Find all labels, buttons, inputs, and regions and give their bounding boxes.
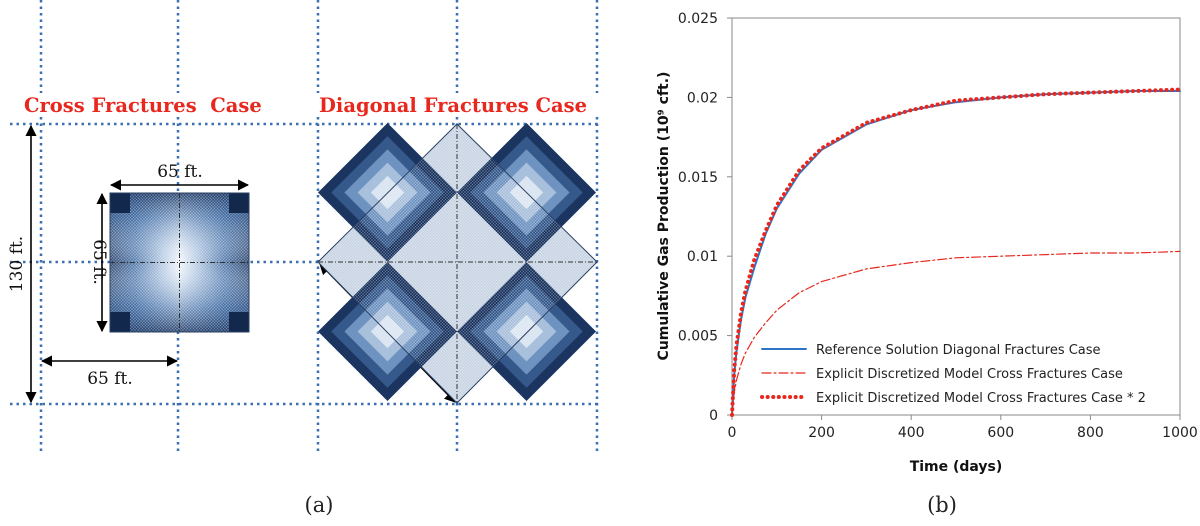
x-tick-label: 0 bbox=[728, 425, 737, 441]
legend-label-1: Reference Solution Diagonal Fractures Ca… bbox=[816, 343, 1101, 358]
series-layer bbox=[730, 87, 1182, 417]
dim-label-left: 65 ft. bbox=[89, 239, 109, 285]
x-tick-label: 200 bbox=[808, 425, 835, 441]
corner-block-tl bbox=[110, 193, 130, 213]
x-tick-label: 1000 bbox=[1162, 425, 1198, 441]
y-axis-ticks: 0 0.005 0.01 0.015 0.02 0.025 bbox=[678, 11, 732, 424]
series-line-2 bbox=[731, 250, 1181, 416]
y-tick-label: 0 bbox=[709, 408, 718, 424]
panel-b-chart: 0 0.005 0.01 0.015 0.02 0.025 0 200 400 600 800 10… bbox=[656, 11, 1198, 517]
panel-a-schematic: Cross Fractures Case Diagonal Fractures … bbox=[7, 0, 600, 517]
diagonal-fracture-mesh bbox=[317, 123, 598, 404]
y-tick-label: 0.005 bbox=[678, 329, 718, 345]
legend: Reference Solution Diagonal Fractures Ca… bbox=[760, 343, 1146, 406]
x-tick-label: 600 bbox=[987, 425, 1014, 441]
x-axis-title: Time (days) bbox=[910, 459, 1003, 475]
y-tick-label: 0.025 bbox=[678, 11, 718, 27]
y-axis-title: Cumulative Gas Production (10⁹ cft.) bbox=[656, 72, 672, 361]
dim-label-bottom: 65 ft. bbox=[87, 369, 133, 389]
diagonal-fractures-title: Diagonal Fractures Case bbox=[319, 94, 587, 117]
cross-fracture-mesh bbox=[109, 192, 250, 333]
panel-b-label: (b) bbox=[927, 493, 957, 517]
panel-a-label: (a) bbox=[305, 493, 334, 517]
series-line-3 bbox=[730, 87, 1182, 417]
dim-label-height: 130 ft. bbox=[7, 236, 27, 292]
dim-label-top: 65 ft. bbox=[157, 162, 203, 182]
y-tick-label: 0.02 bbox=[687, 90, 718, 106]
x-axis-ticks: 0 200 400 600 800 1000 bbox=[728, 415, 1198, 441]
cross-fractures-title: Cross Fractures Case bbox=[24, 94, 262, 117]
x-tick-label: 400 bbox=[898, 425, 925, 441]
y-tick-label: 0.01 bbox=[687, 249, 718, 265]
legend-label-3: Explicit Discretized Model Cross Fractur… bbox=[816, 391, 1146, 406]
corner-block-bl bbox=[110, 312, 130, 332]
x-tick-label: 800 bbox=[1077, 425, 1104, 441]
corner-block-br bbox=[229, 312, 249, 332]
y-tick-label: 0.015 bbox=[678, 170, 718, 186]
corner-block-tr bbox=[229, 193, 249, 213]
legend-label-2: Explicit Discretized Model Cross Fractur… bbox=[816, 367, 1123, 382]
